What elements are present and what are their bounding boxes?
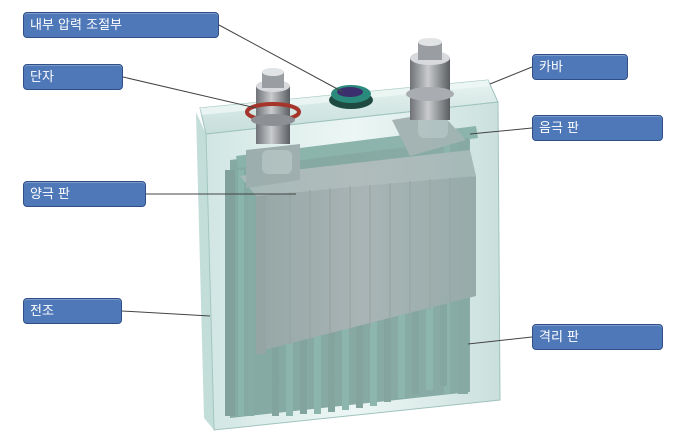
label-case: 전조 — [23, 298, 122, 324]
leader-lines — [121, 24, 533, 345]
leader-terminal — [122, 76, 257, 109]
leader-cover — [489, 66, 533, 85]
label-terminal: 단자 — [23, 64, 123, 90]
leader-case — [121, 310, 211, 317]
left-terminal — [245, 68, 301, 144]
case-body — [196, 79, 501, 431]
label-separator: 격리 판 — [532, 324, 663, 350]
leader-negative-plate — [469, 127, 533, 135]
label-positive-plate: 양극 판 — [23, 181, 146, 207]
leader-separator — [467, 336, 533, 345]
leader-pressure-valve — [218, 24, 344, 93]
right-terminal — [406, 38, 454, 120]
pressure-valve — [329, 85, 373, 109]
label-cover: 카바 — [532, 54, 628, 80]
label-negative-plate: 음극 판 — [532, 115, 663, 141]
label-pressure-valve: 내부 압력 조절부 — [23, 12, 219, 38]
